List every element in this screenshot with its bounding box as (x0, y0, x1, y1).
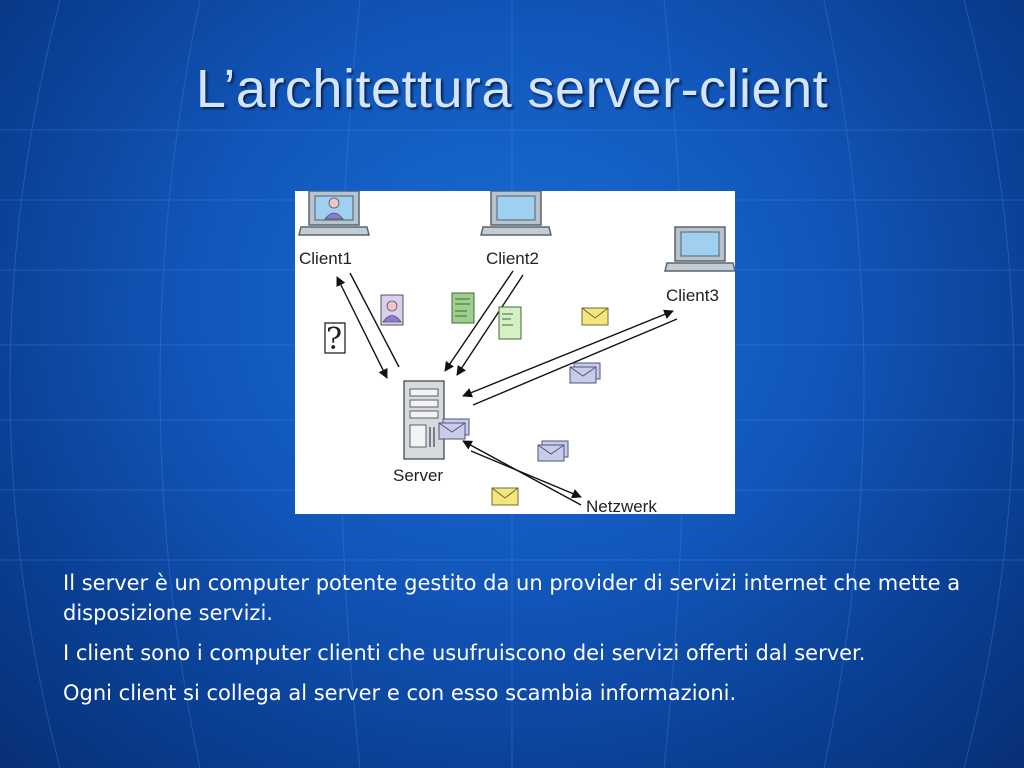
client1-label: Client1 (299, 249, 352, 268)
question-document-icon: ? (324, 322, 346, 357)
document-light-icon (498, 306, 522, 340)
svg-text:?: ? (326, 322, 342, 357)
paragraph-client: I client sono i computer clienti che usu… (63, 641, 866, 665)
arrow-client3-server-b (472, 318, 678, 406)
client3-computer-icon (664, 226, 735, 272)
envelope-yellow-bottom-icon (491, 487, 519, 506)
envelope-blue-server-icon (438, 418, 470, 440)
server-label: Server (393, 466, 443, 485)
envelope-blue-network-icon (537, 440, 569, 462)
paragraph-connection: Ogni client si collega al server e con e… (63, 681, 737, 705)
client3-label: Client3 (666, 286, 719, 305)
server-tower-icon (403, 380, 445, 460)
envelope-blue-icon (569, 362, 601, 384)
arrow-network-server-b (470, 450, 582, 499)
paragraph-server: Il server è un computer potente gestito … (63, 571, 961, 625)
arrow-client1-server-a (336, 276, 388, 379)
document-green-icon (451, 292, 475, 324)
client1-computer-icon (298, 191, 370, 236)
server-client-diagram: Client1 Client2 Client3 Server Netzwerk (295, 191, 735, 514)
client2-computer-icon (480, 191, 552, 236)
client2-label: Client2 (486, 249, 539, 268)
slide-body: Il server è un computer potente gestito … (63, 568, 973, 718)
envelope-yellow-icon (581, 307, 609, 326)
user-card-icon (380, 294, 404, 326)
arrow-client1-server-b (349, 272, 400, 368)
arrow-client3-server-a (462, 309, 674, 398)
slide-title: L’architettura server-client (195, 59, 829, 119)
network-label: Netzwerk (586, 497, 657, 514)
